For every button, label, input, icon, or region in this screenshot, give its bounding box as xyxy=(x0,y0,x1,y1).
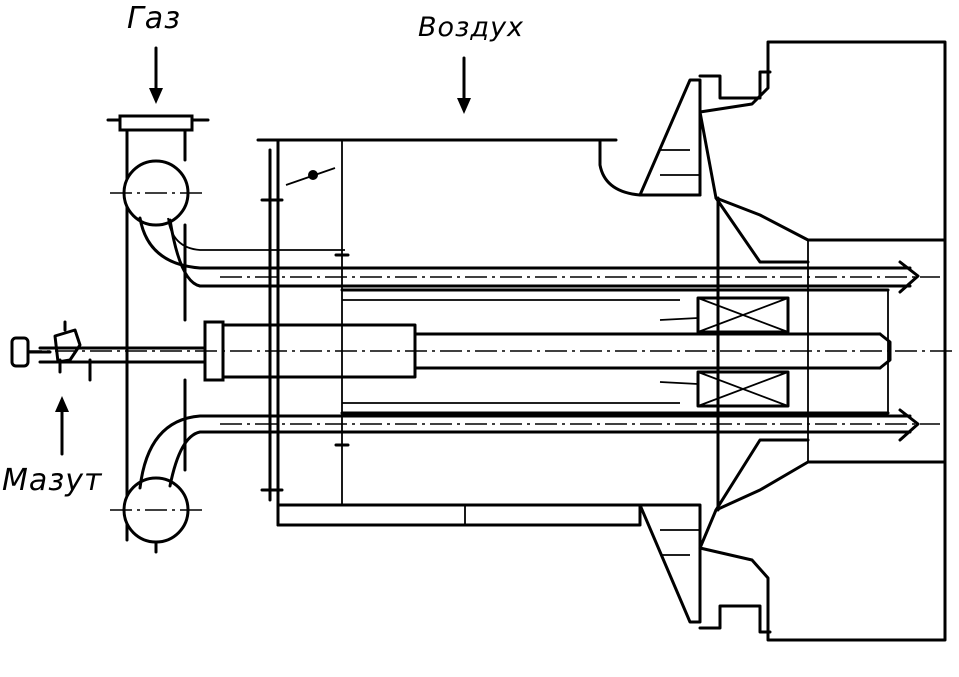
swirler xyxy=(659,296,790,408)
gas-header xyxy=(106,114,210,554)
air-label: Воздух xyxy=(418,12,525,43)
oil-arrow xyxy=(55,396,69,456)
gas-pipe-upper xyxy=(138,216,940,294)
gas-arrow xyxy=(149,46,163,104)
burner-barrel xyxy=(340,288,890,415)
furnace-wall xyxy=(698,40,947,642)
air-arrow xyxy=(457,56,471,114)
oil-lance xyxy=(10,320,955,382)
gas-pipe-lower xyxy=(138,408,940,490)
gas-label: Газ xyxy=(127,1,182,36)
fuel-oil-label: Мазут xyxy=(2,463,103,498)
studs xyxy=(260,198,350,492)
